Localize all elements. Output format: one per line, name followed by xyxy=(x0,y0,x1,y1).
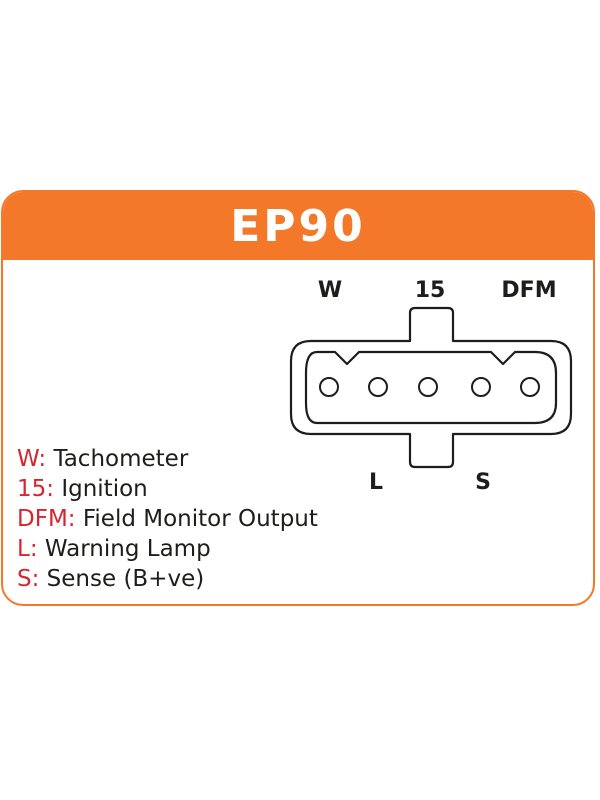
legend-code: 15: xyxy=(17,476,55,502)
connector-card: EP90 W 15 DFM L S W: Tachometer 15: Igni… xyxy=(1,190,595,606)
connector-housing xyxy=(289,306,573,469)
legend-item-15: 15: Ignition xyxy=(17,474,318,504)
legend-item-w: W: Tachometer xyxy=(17,444,318,474)
connector-pins xyxy=(319,377,540,397)
pin-w-socket xyxy=(319,377,339,397)
pin-label-dfm: DFM xyxy=(501,278,556,303)
pin-15-socket xyxy=(418,377,438,397)
pin-legend: W: Tachometer 15: Ignition DFM: Field Mo… xyxy=(17,444,318,594)
legend-text: Warning Lamp xyxy=(37,536,211,562)
legend-text: Field Monitor Output xyxy=(75,506,318,532)
legend-item-l: L: Warning Lamp xyxy=(17,534,318,564)
pin-label-l: L xyxy=(369,470,383,495)
pin-l-socket xyxy=(368,377,388,397)
card-header: EP90 xyxy=(3,192,593,260)
legend-text: Ignition xyxy=(54,476,148,502)
pin-label-s: S xyxy=(475,470,491,495)
connector-diagram: W 15 DFM L S xyxy=(289,278,573,495)
pin-dfm-socket xyxy=(520,377,540,397)
pin-label-w: W xyxy=(318,278,342,303)
connector-title: EP90 xyxy=(230,201,366,252)
pin-s-socket xyxy=(471,377,491,397)
legend-item-s: S: Sense (B+ve) xyxy=(17,564,318,594)
legend-text: Sense (B+ve) xyxy=(39,566,205,592)
legend-item-dfm: DFM: Field Monitor Output xyxy=(17,504,318,534)
legend-code: L: xyxy=(17,536,38,562)
legend-code: DFM: xyxy=(17,506,76,532)
legend-text: Tachometer xyxy=(46,446,189,472)
pin-label-15: 15 xyxy=(415,278,446,303)
legend-code: S: xyxy=(17,566,40,592)
legend-code: W: xyxy=(17,446,47,472)
